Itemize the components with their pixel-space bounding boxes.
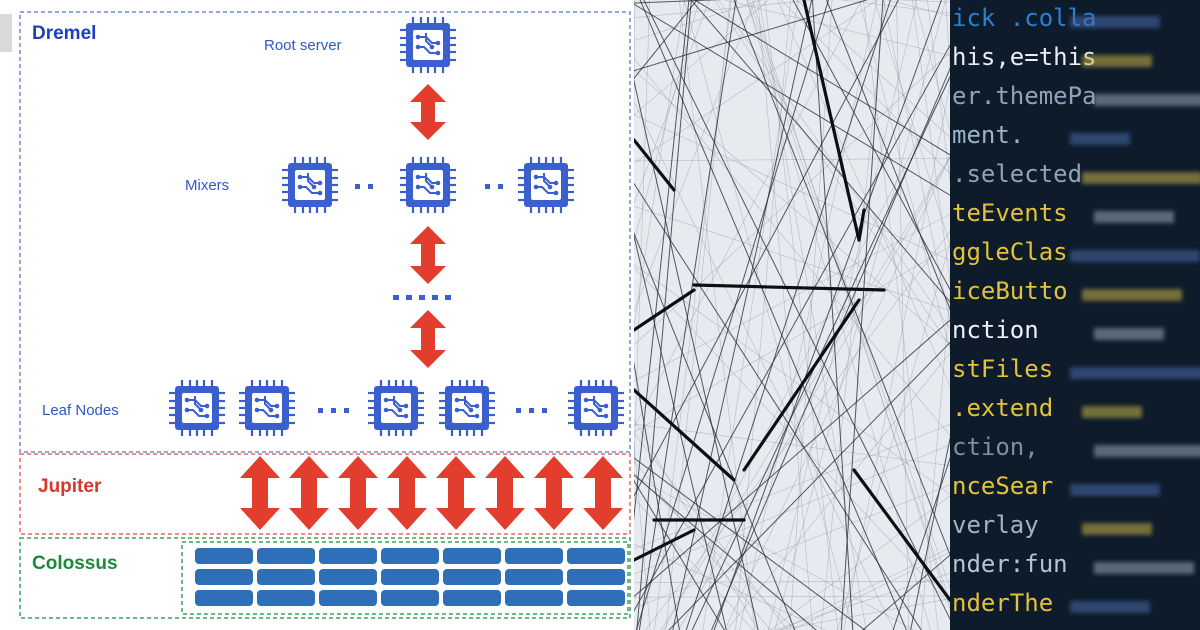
disk-block [257,569,315,585]
thick-cords [634,0,950,602]
double-arrow-icon [338,456,378,530]
disk-block [567,590,625,606]
code-line: ment. [952,121,1025,149]
network-lines-photo [634,0,950,630]
root-server-chip-icon [398,15,458,75]
dremel-region [19,11,631,453]
code-line: verlay [952,511,1039,539]
leaf-chip-icon [167,378,227,438]
data-flow-arrows [240,84,623,530]
disk-block [319,569,377,585]
disk-block [381,590,439,606]
code-line: nderThe [952,589,1054,617]
disk-block [505,590,563,606]
double-arrow-icon [387,456,427,530]
dremel-architecture-panel: Dremel Root server Mixers Leaf Nodes Jup… [0,11,631,619]
code-line: teEvents [952,199,1068,227]
double-arrow-icon [534,456,574,530]
blurred-code-fragment [1070,16,1160,28]
leaf-chip-icon [366,378,426,438]
blurred-code-fragment [1082,289,1182,301]
mixer-chip-icon [280,155,340,215]
blurred-code-fragment [1094,94,1200,106]
leaf-nodes-label: Leaf Nodes [42,402,119,419]
disk-block [257,590,315,606]
blurred-code-fragment [1094,211,1174,223]
blurred-code-fragment [1070,250,1200,262]
disk-block [195,590,253,606]
blurred-code-fragment [1070,133,1130,145]
mixers-label: Mixers [185,177,230,194]
jupiter-region [19,453,631,535]
left-edge-tab [0,14,12,52]
colossus-disks [195,548,625,606]
double-arrow-icon [410,84,446,140]
double-arrow-icon [240,456,280,530]
disk-block [443,569,501,585]
network-lines-image [634,0,950,630]
code-line: his,e=this [952,43,1097,71]
blurred-code-fragment [1070,601,1150,613]
code-line: .extend [952,394,1054,422]
double-arrow-icon [410,226,446,284]
blurred-code-fragment [1094,445,1200,457]
disk-block [319,548,377,564]
code-line: .selected [952,160,1083,188]
disk-block [505,548,563,564]
jupiter-label: Jupiter [38,476,102,497]
disk-block [195,548,253,564]
leaf-chip-icon [566,378,626,438]
disk-block [381,548,439,564]
disk-block [567,569,625,585]
mixer-chip-icon [398,155,458,215]
blurred-code-fragment [1070,367,1200,379]
colossus-label: Colossus [32,553,118,574]
disk-block [505,569,563,585]
disk-block [443,548,501,564]
code-line: ction, [952,433,1039,461]
blurred-code-fragment [1094,562,1194,574]
mixer-chip-icon [516,155,576,215]
ellipsis-dots [318,184,547,413]
code-line: nction [952,316,1039,344]
disk-block [257,548,315,564]
root-server-label: Root server [264,37,342,54]
code-line: iceButto [952,277,1068,305]
code-line: nceSear [952,472,1054,500]
disk-block [319,590,377,606]
code-line: nder:fun [952,550,1068,578]
code-line: ggleClas [952,238,1068,266]
threads [634,0,950,630]
disk-block [195,569,253,585]
blurred-code-fragment [1094,328,1164,340]
colossus-region [19,537,631,619]
double-arrow-icon [485,456,525,530]
disk-block [567,548,625,564]
blurred-code-fragment [1082,55,1152,67]
disk-block [443,590,501,606]
code-line: er.themePa [952,82,1097,110]
dremel-title: Dremel [32,23,97,44]
blurred-code-fragment [1082,172,1200,184]
leaf-chip-icon [437,378,497,438]
double-arrow-icon [583,456,623,530]
double-arrow-icon [289,456,329,530]
disk-block [381,569,439,585]
code-line: stFiles [952,355,1054,383]
double-arrow-icon [410,310,446,368]
double-arrow-icon [436,456,476,530]
architecture-diagram [0,11,631,619]
blurred-code-fragment [1070,484,1160,496]
blurred-code-fragment [1082,523,1152,535]
leaf-chip-icon [237,378,297,438]
blurred-code-fragment [1082,406,1142,418]
